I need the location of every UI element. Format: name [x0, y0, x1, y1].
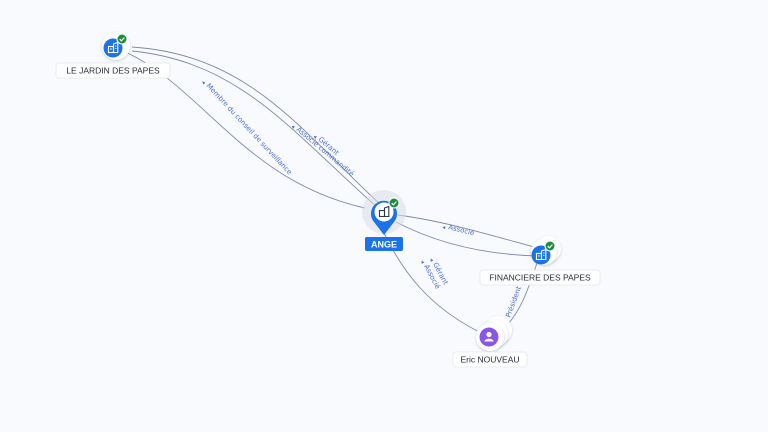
node-ange[interactable]: ANGE	[362, 190, 406, 251]
person-icon	[479, 327, 499, 347]
edge-label-membre-conseil: Membre du conseil de surveillance	[205, 82, 294, 176]
node-label: LE JARDIN DES PAPES	[66, 66, 160, 76]
verified-check-icon	[116, 33, 128, 45]
arrow-icon	[291, 125, 295, 129]
arrow-icon	[202, 81, 206, 85]
node-financiere-des-papes[interactable]: FINANCIERE DES PAPES	[479, 236, 601, 286]
edge-jardin-ange-top[interactable]	[131, 46, 383, 207]
arrow-icon	[313, 135, 317, 139]
verified-check-icon	[388, 197, 400, 209]
edge-jardin-ange-top-2[interactable]	[131, 50, 379, 209]
node-label: Eric NOUVEAU	[460, 355, 519, 365]
verified-check-icon	[544, 240, 556, 252]
arrow-icon	[430, 258, 434, 262]
edge-labels: Gérant Associé commandité Membre du cons…	[202, 81, 523, 319]
arrow-icon	[421, 260, 425, 264]
node-eric-nouveau[interactable]: Eric NOUVEAU	[452, 316, 528, 368]
node-jardin-des-papes[interactable]: LE JARDIN DES PAPES	[55, 32, 171, 79]
edge-label-associe-commandite: Associé commandité	[295, 125, 356, 178]
node-label: ANGE	[371, 240, 397, 250]
edge-label-president: Président	[504, 285, 523, 319]
edge-ange-financiere[interactable]	[397, 214, 546, 251]
edge-label-associe-financiere: Associé	[448, 223, 476, 237]
node-label: FINANCIERE DES PAPES	[489, 273, 591, 283]
arrow-icon	[442, 226, 446, 230]
edges	[115, 46, 546, 337]
company-icon	[378, 205, 390, 218]
edge-ange-financiere-2[interactable]	[395, 221, 541, 257]
